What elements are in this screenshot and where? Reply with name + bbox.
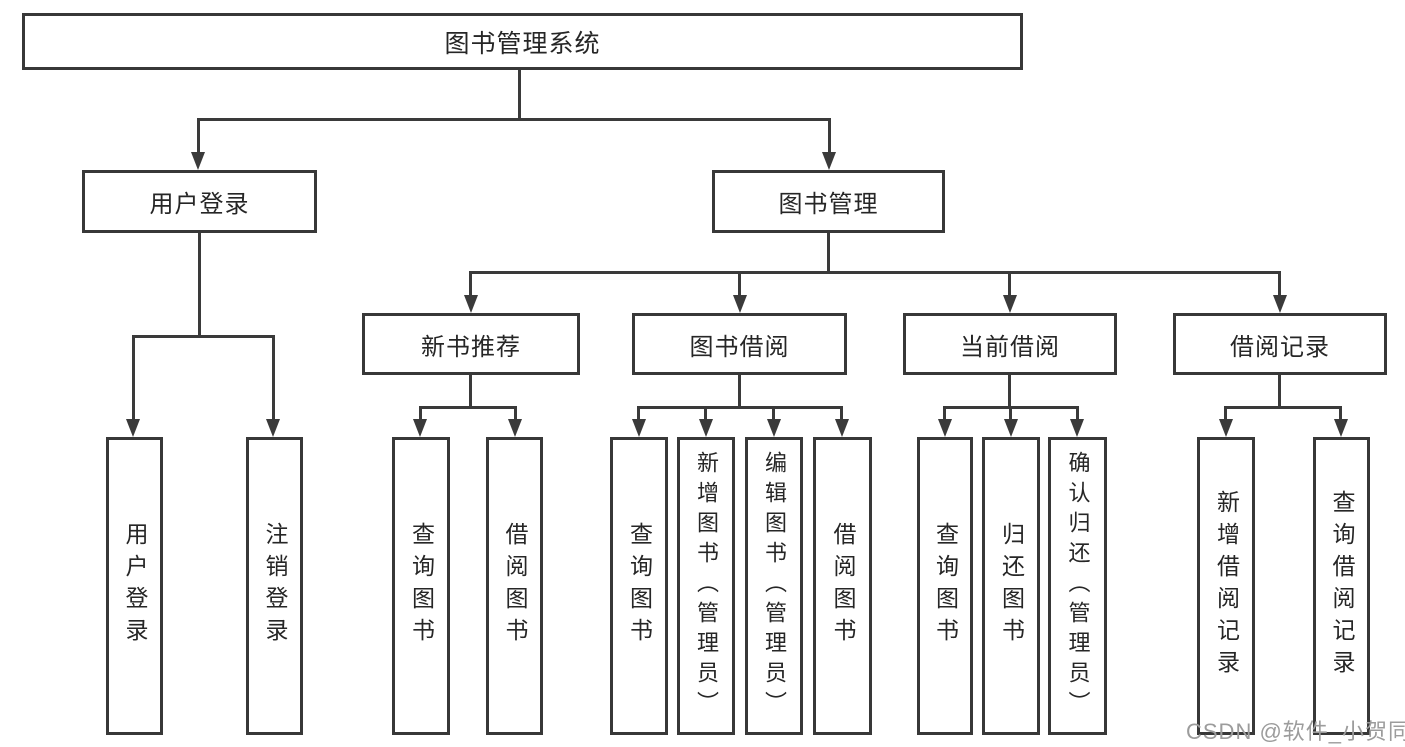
connector-root-stem — [518, 70, 521, 118]
leaf-edit-books-admin: 编辑图书（管理员） — [745, 437, 803, 735]
connector-user-login-branch — [132, 335, 275, 338]
connector-groupD-branch — [1224, 406, 1342, 409]
connector-groupB-branch — [637, 406, 843, 409]
connector-user-login-stem — [198, 233, 201, 335]
arrow-down-icon — [699, 419, 713, 437]
connector-groupA-branch — [419, 406, 517, 409]
arrow-down-icon — [1273, 295, 1287, 313]
leaf-borrow-books: 借阅图书 — [813, 437, 872, 735]
leaf-logout: 注销登录 — [246, 437, 303, 735]
connector-groupB-child3 — [772, 406, 775, 419]
node-user-login: 用户登录 — [82, 170, 317, 233]
leaf-user-login-label: 用户登录 — [122, 522, 148, 650]
node-book-borrowing-label: 图书借阅 — [689, 333, 790, 361]
arrow-down-icon — [835, 419, 849, 437]
arrow-down-icon — [508, 419, 522, 437]
leaf-borrow-books-recommend-label: 借阅图书 — [502, 522, 528, 650]
node-user-login-label: 用户登录 — [149, 191, 250, 218]
arrow-down-icon — [822, 152, 836, 170]
leaf-logout-label: 注销登录 — [262, 522, 288, 650]
connector-groupA-child1 — [419, 406, 422, 419]
leaf-borrow-books-label: 借阅图书 — [830, 522, 856, 650]
leaf-return-books-label: 归还图书 — [998, 522, 1025, 650]
connector-groupD-stem — [1278, 375, 1281, 407]
node-borrowing-records-label: 借阅记录 — [1230, 333, 1330, 361]
connector-groupA-child2 — [514, 406, 517, 419]
arrow-down-icon — [413, 419, 427, 437]
connector-groupC-child3 — [1076, 406, 1079, 419]
leaf-return-books: 归还图书 — [982, 437, 1040, 735]
leaf-borrow-books-recommend: 借阅图书 — [486, 437, 543, 735]
arrow-down-icon — [1003, 295, 1017, 313]
connector-groupC-stem — [1008, 375, 1011, 407]
connector-groupD-child2 — [1339, 406, 1342, 419]
connector-groupB-stem — [738, 375, 741, 407]
leaf-search-books-recommend-label: 查询图书 — [408, 522, 435, 650]
connector-to-book-mgmt — [828, 118, 831, 152]
connector-book-mgmt-stem — [827, 233, 830, 271]
connector-to-current-borrow — [1008, 271, 1011, 295]
arrow-down-icon — [1004, 419, 1018, 437]
leaf-user-login: 用户登录 — [106, 437, 163, 735]
connector-to-borrow-records — [1278, 271, 1281, 295]
connector-groupA-stem — [469, 375, 472, 407]
leaf-search-books-current-label: 查询图书 — [932, 522, 959, 650]
arrow-down-icon — [191, 152, 205, 170]
connector-to-new-books — [469, 271, 472, 295]
arrow-down-icon — [1070, 419, 1084, 437]
leaf-add-borrow-record-label: 新增借阅记录 — [1213, 490, 1240, 682]
node-current-borrowing: 当前借阅 — [903, 313, 1117, 375]
connector-level3-branch — [469, 271, 1281, 274]
csdn-watermark: CSDN @软件_小贺同学 — [1186, 719, 1405, 744]
arrow-down-icon — [733, 295, 747, 313]
leaf-search-books-current: 查询图书 — [917, 437, 973, 735]
connector-groupB-child2 — [704, 406, 707, 419]
arrow-down-icon — [767, 419, 781, 437]
node-current-borrowing-label: 当前借阅 — [960, 333, 1060, 361]
connector-groupC-child2 — [1009, 406, 1012, 419]
arrow-down-icon — [1219, 419, 1233, 437]
leaf-confirm-return-admin: 确认归还（管理员） — [1048, 437, 1107, 735]
node-book-management: 图书管理 — [712, 170, 945, 233]
node-new-book-recommend: 新书推荐 — [362, 313, 580, 375]
connector-to-leaf-user-login — [132, 335, 135, 419]
leaf-search-books-recommend: 查询图书 — [392, 437, 450, 735]
connector-groupC-child1 — [943, 406, 946, 419]
leaf-search-books-borrow-label: 查询图书 — [626, 522, 653, 650]
leaf-add-books-admin: 新增图书（管理员） — [677, 437, 735, 735]
connector-to-book-borrow — [738, 271, 741, 295]
node-book-borrowing: 图书借阅 — [632, 313, 847, 375]
leaf-add-borrow-record: 新增借阅记录 — [1197, 437, 1255, 735]
connector-groupB-child4 — [840, 406, 843, 419]
leaf-confirm-return-admin-label: 确认归还（管理员） — [1065, 451, 1091, 721]
node-library-system: 图书管理系统 — [22, 13, 1023, 70]
node-new-book-recommend-label: 新书推荐 — [421, 333, 521, 361]
leaf-edit-books-admin-label: 编辑图书（管理员） — [762, 451, 787, 721]
arrow-down-icon — [632, 419, 646, 437]
arrow-down-icon — [464, 295, 478, 313]
node-borrowing-records: 借阅记录 — [1173, 313, 1387, 375]
arrow-down-icon — [266, 419, 280, 437]
node-book-management-label: 图书管理 — [778, 191, 879, 218]
arrow-down-icon — [1334, 419, 1348, 437]
connector-level1-branch — [197, 118, 831, 121]
connector-groupB-child1 — [637, 406, 640, 419]
leaf-add-books-admin-label: 新增图书（管理员） — [694, 451, 719, 721]
connector-to-user-login — [197, 118, 200, 152]
node-library-system-label: 图书管理系统 — [444, 29, 601, 58]
leaf-search-borrow-record: 查询借阅记录 — [1313, 437, 1370, 735]
arrow-down-icon — [938, 419, 952, 437]
leaf-search-books-borrow: 查询图书 — [610, 437, 668, 735]
connector-to-leaf-logout — [272, 335, 275, 419]
arrow-down-icon — [126, 419, 140, 437]
leaf-search-borrow-record-label: 查询借阅记录 — [1329, 490, 1355, 682]
connector-groupD-child1 — [1224, 406, 1227, 419]
